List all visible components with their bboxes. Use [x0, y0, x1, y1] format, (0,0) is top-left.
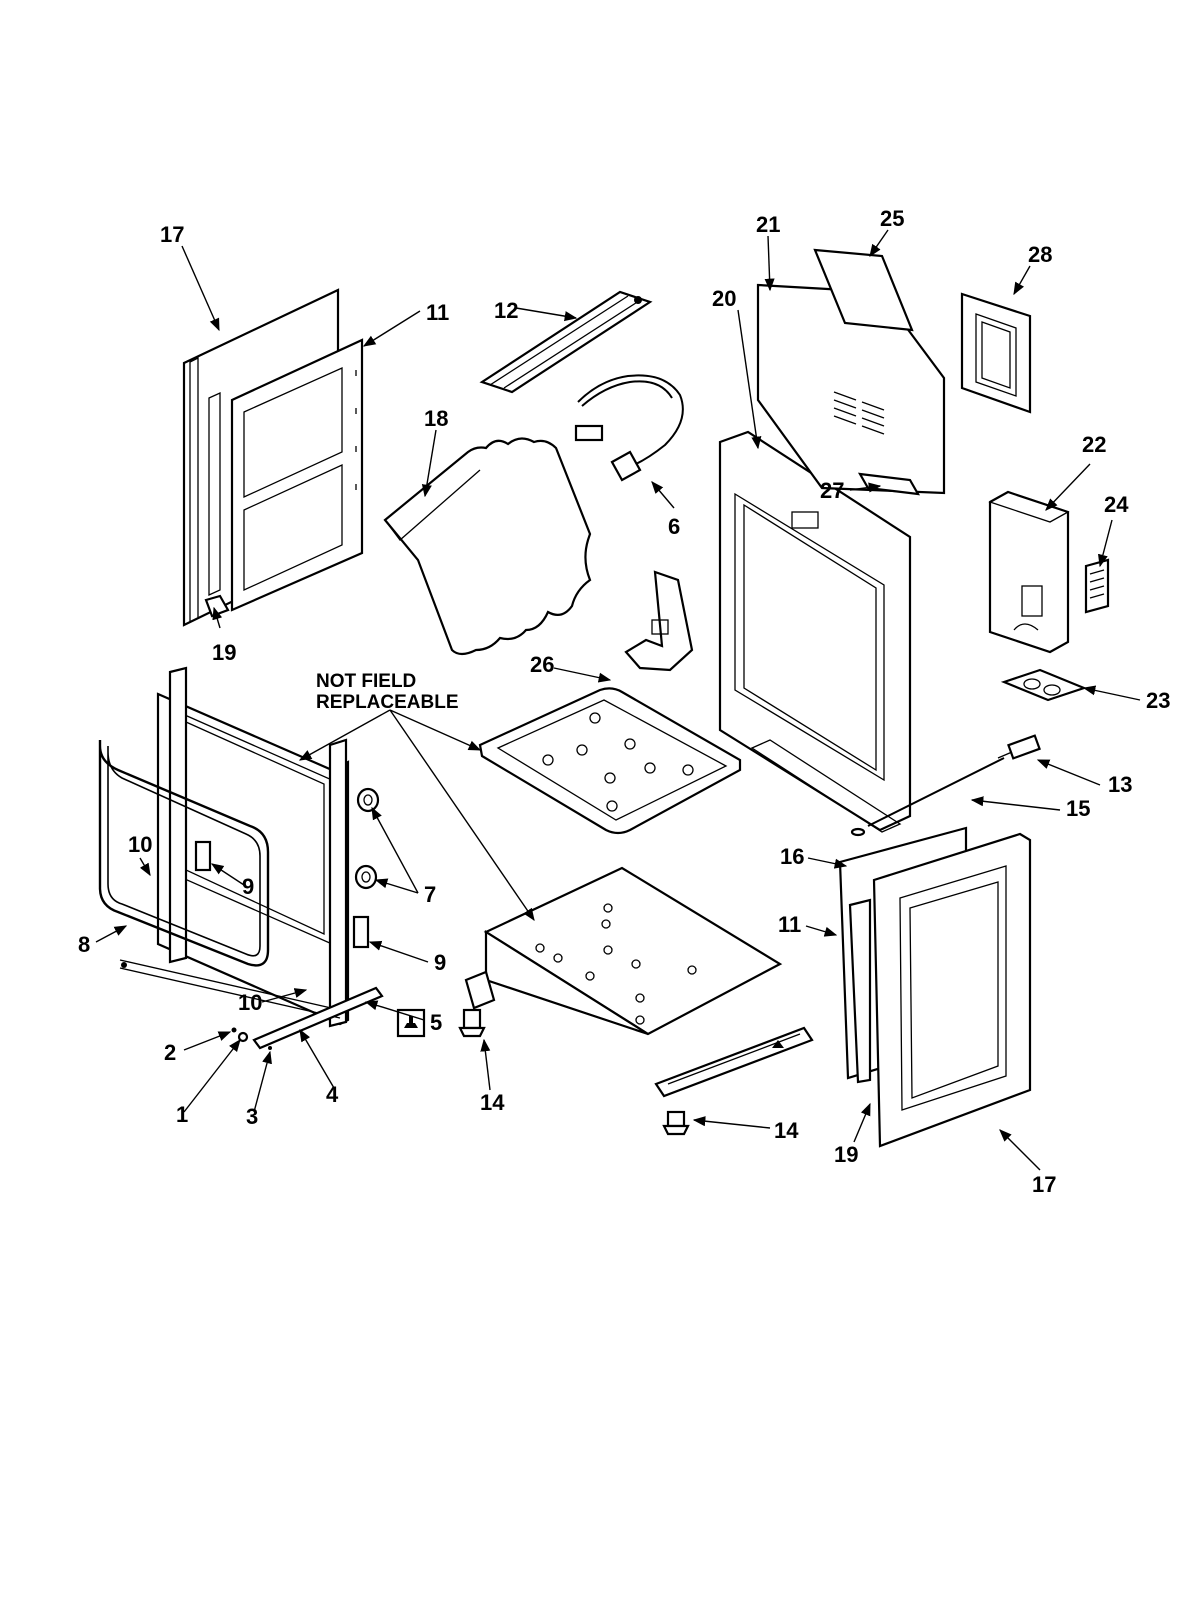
callout-22: 22 [1082, 432, 1106, 457]
part-27-small-label [857, 472, 921, 496]
part-13-sensor [997, 734, 1041, 760]
callout-11b: 11 [778, 912, 801, 937]
callout-27: 27 [820, 478, 844, 503]
callout-28: 28 [1028, 242, 1052, 267]
callout-9b: 9 [434, 950, 446, 975]
callout-2: 2 [164, 1040, 176, 1065]
part-19-door-strip [848, 898, 872, 1084]
not-field-replaceable-note: NOT FIELD REPLACEABLE [316, 671, 459, 713]
part-24-vent-grille [1084, 558, 1110, 614]
part-7-bumpers [354, 787, 380, 890]
callout-16: 16 [780, 844, 804, 869]
part-16-pin [850, 827, 866, 837]
callout-9: 9 [242, 874, 254, 899]
part-28-cover-plate [960, 292, 1032, 414]
part-14-leveling-leg [458, 1008, 690, 1136]
part-11-side-insulation-left [230, 338, 364, 612]
part-6-power-cord [574, 374, 684, 482]
callout-14: 14 [480, 1090, 505, 1115]
callout-17b: 17 [1032, 1172, 1056, 1197]
callout-17: 17 [160, 222, 184, 247]
callout-21: 21 [756, 212, 780, 237]
part-1-2-3-fasteners [121, 962, 272, 1050]
note-line-2: REPLACEABLE [316, 692, 459, 713]
callout-11: 11 [426, 300, 449, 325]
part-9-hinge-bracket [194, 840, 370, 949]
base-plate [464, 866, 783, 1036]
callout-26: 26 [530, 652, 554, 677]
part-4-slide-rail [252, 986, 384, 1050]
callout-15: 15 [1066, 796, 1090, 821]
part-5-leveler-box [396, 1008, 426, 1038]
callout-20: 20 [712, 286, 736, 311]
callout-3: 3 [246, 1104, 258, 1129]
callout-4: 4 [326, 1082, 339, 1107]
part-23-terminal-plate [1000, 668, 1088, 702]
callout-10b: 10 [238, 990, 262, 1015]
callout-13: 13 [1108, 772, 1132, 797]
callout-14b: 14 [774, 1118, 799, 1143]
front-frame [119, 666, 350, 1028]
part-18-oven-insulation-blanket [383, 437, 592, 656]
part-8-door-gasket [98, 740, 270, 967]
drawer-slide-rail [654, 1026, 814, 1098]
callout-24: 24 [1104, 492, 1129, 517]
callout-7: 7 [424, 882, 436, 907]
part-15-rod [867, 757, 1005, 827]
part-25-label-sheet [813, 248, 914, 332]
callout-8: 8 [78, 932, 90, 957]
part-12-wiring-bracket [479, 290, 653, 394]
callout-5: 5 [430, 1010, 442, 1035]
callout-25: 25 [880, 206, 904, 231]
part-17-door-outer [872, 832, 1032, 1148]
part-22-wire-box [988, 490, 1070, 654]
part-26-mounting-bracket [624, 570, 694, 672]
callout-18: 18 [424, 406, 448, 431]
callout-23: 23 [1146, 688, 1170, 713]
callout-6: 6 [668, 514, 680, 539]
callout-10: 10 [128, 832, 152, 857]
callout-19: 19 [212, 640, 236, 665]
callout-12: 12 [494, 298, 518, 323]
note-line-1: NOT FIELD [316, 671, 416, 692]
part-20-back-frame [718, 430, 912, 833]
part-19-side-strip-left [204, 594, 230, 618]
callout-1: 1 [176, 1102, 188, 1127]
callout-labels: 17 11 19 12 18 6 26 21 25 28 20 27 22 24… [78, 206, 1170, 1197]
oven-bottom-pan [478, 687, 742, 835]
callout-19b: 19 [834, 1142, 858, 1167]
leader-lines [95, 229, 1141, 1171]
